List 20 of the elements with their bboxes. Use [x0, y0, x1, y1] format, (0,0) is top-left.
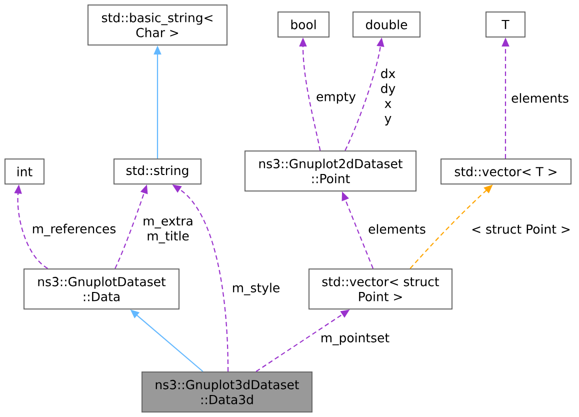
class-box: int: [4, 158, 44, 184]
class-box: std::basic_string< Char >: [88, 4, 228, 46]
edge-label: m_pointset: [320, 332, 390, 346]
class-box: ns3::Gnuplot3dDataset ::Data3d: [142, 372, 312, 412]
class-box: std::string: [114, 158, 202, 184]
class-box: double: [352, 12, 420, 38]
edge-label: m_extra m_title: [138, 216, 198, 244]
edge-label: empty: [316, 92, 356, 104]
edge-label: dx dy x y: [379, 68, 397, 126]
edge-label: < struct Point >: [470, 224, 572, 234]
edge-label: elements: [510, 92, 570, 104]
class-box: bool: [278, 12, 330, 38]
class-box: ns3::Gnuplot2dDataset ::Point: [244, 150, 416, 192]
edge-label: m_style: [231, 282, 281, 296]
class-box: ns3::GnuplotDataset ::Data: [24, 268, 180, 310]
class-box: std::vector< T >: [440, 158, 572, 184]
class-box: T: [486, 12, 526, 38]
edge-label: m_references: [31, 223, 117, 237]
class-box: std::vector< struct Point >: [308, 268, 452, 310]
edge-label: elements: [368, 224, 426, 234]
